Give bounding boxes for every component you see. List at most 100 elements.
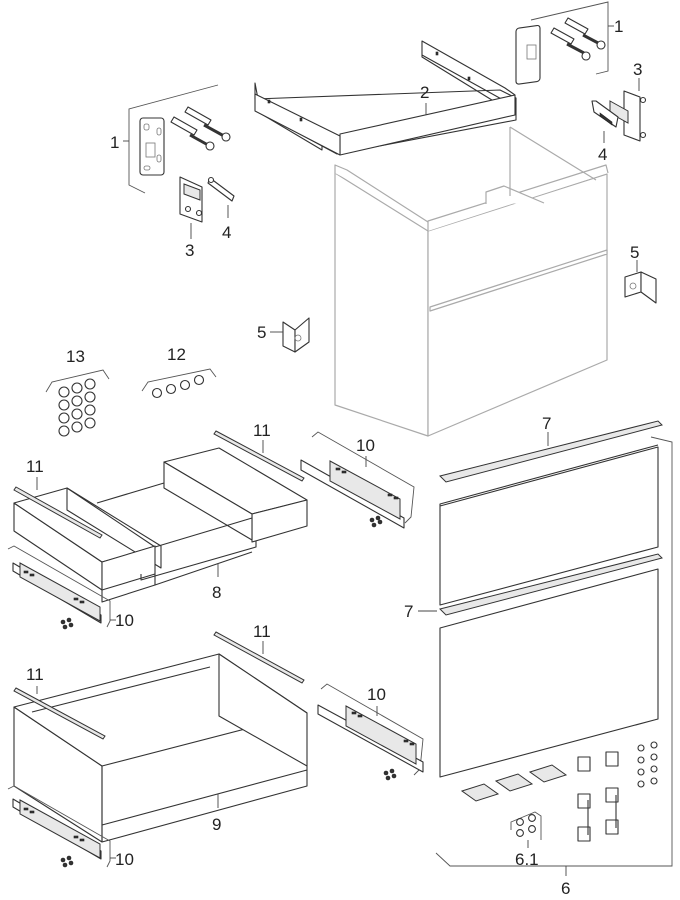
callout-9: 9 (212, 815, 221, 834)
callout-12: 12 (167, 345, 186, 364)
fastener-set-6-1 (516, 814, 536, 837)
callout-10-upper-left: 10 (115, 611, 134, 630)
round-part (151, 387, 163, 399)
mounting-plate (515, 24, 541, 85)
bracket-line (510, 811, 542, 840)
drawer-rail-upper-right (213, 430, 305, 482)
round-part (165, 383, 177, 395)
callout-11-lower-right: 11 (253, 622, 271, 641)
plate-hole (156, 154, 162, 163)
round-part (71, 421, 83, 433)
grip-strip-top (439, 420, 663, 483)
clip-left (207, 176, 235, 202)
wall-mount-set-right (515, 1, 609, 85)
hinge-bracket-right (609, 90, 647, 142)
upper-drawer (13, 447, 308, 603)
drawer-rail-lower-left (13, 687, 106, 740)
round-part (193, 374, 205, 386)
callout-5-right: 5 (630, 243, 639, 262)
callout-10-upper-right: 10 (356, 436, 375, 455)
round-part (650, 777, 658, 785)
round-part (637, 780, 645, 788)
drawer-rail-upper-left (13, 486, 103, 539)
bracket-line (45, 369, 110, 393)
callout-7-top: 7 (542, 414, 551, 433)
drawer-divider-line (429, 249, 608, 312)
callout-2: 2 (420, 83, 429, 102)
front-set-screws (637, 741, 658, 788)
wall-plugs (550, 17, 589, 45)
plate-slot (526, 44, 537, 60)
runner-upper-right (300, 431, 415, 529)
grip-strip-middle (439, 553, 663, 616)
round-part (58, 399, 70, 411)
callout-10-lower-right: 10 (367, 685, 386, 704)
callout-11-upper-left: 11 (26, 457, 44, 476)
round-part (58, 386, 70, 398)
hinge-bracket-left (179, 176, 203, 223)
round-part (84, 417, 96, 429)
callout-5-left: 5 (257, 323, 266, 342)
callout-7-middle: 7 (404, 602, 413, 621)
callout-10-lower-left: 10 (115, 850, 134, 869)
round-part (58, 412, 70, 424)
mounting-plate (139, 117, 165, 176)
wall-plugs (170, 106, 212, 136)
callout-8: 8 (212, 583, 221, 602)
drawer-front-lower (439, 568, 659, 778)
round-part (650, 741, 658, 749)
plate-hole (143, 123, 150, 131)
callout-3-left: 3 (185, 241, 194, 260)
callout-11-upper-right: 11 (253, 421, 271, 440)
plate-hole (143, 165, 151, 171)
callout-13: 13 (66, 347, 85, 366)
lower-drawer (13, 653, 308, 843)
round-part (84, 378, 96, 390)
plate-hole (156, 127, 162, 136)
round-part (650, 765, 658, 773)
screws (566, 33, 606, 61)
bracket-line (530, 1, 609, 75)
callout-11-lower-left: 11 (26, 665, 44, 684)
angle-bracket-right (624, 271, 657, 304)
cabinet-front (427, 173, 608, 437)
runner-lower-left (7, 785, 111, 868)
bracket-line (141, 368, 217, 392)
round-part (71, 408, 83, 420)
round-part (71, 395, 83, 407)
round-part (637, 768, 645, 776)
round-part (84, 404, 96, 416)
bracket-line (435, 436, 673, 867)
support-frame (254, 40, 517, 156)
screws (189, 123, 231, 151)
round-part (637, 756, 645, 764)
cabinet-top-edge (334, 164, 429, 223)
callout-6: 6 (561, 879, 570, 898)
round-part (58, 425, 70, 437)
front-hinges (577, 751, 619, 842)
round-part (84, 391, 96, 403)
plug-set-12-pieces (58, 378, 96, 437)
cabinet-back-frame (485, 126, 597, 204)
callout-4-left: 4 (222, 223, 231, 242)
cabinet-body (334, 126, 609, 437)
clip-right (591, 100, 619, 128)
round-part (71, 382, 83, 394)
callout-4-right: 4 (598, 145, 607, 164)
runner-lower-right (317, 683, 424, 781)
angle-bracket-left (282, 317, 310, 353)
drawer-rail-lower-right (213, 631, 305, 684)
plate-slot (145, 142, 156, 158)
wall-mount-set-left (128, 84, 231, 194)
front-clips (460, 764, 568, 802)
callout-3-right: 3 (633, 60, 642, 79)
callout-1-right: 1 (614, 17, 623, 36)
bracket-line (128, 84, 219, 194)
runner-upper-left (7, 545, 111, 630)
callout-1-left: 1 (110, 133, 119, 152)
round-part (637, 744, 645, 752)
callout-6-1: 6.1 (515, 850, 539, 869)
front-set: 7 7 6.1 (404, 414, 673, 869)
